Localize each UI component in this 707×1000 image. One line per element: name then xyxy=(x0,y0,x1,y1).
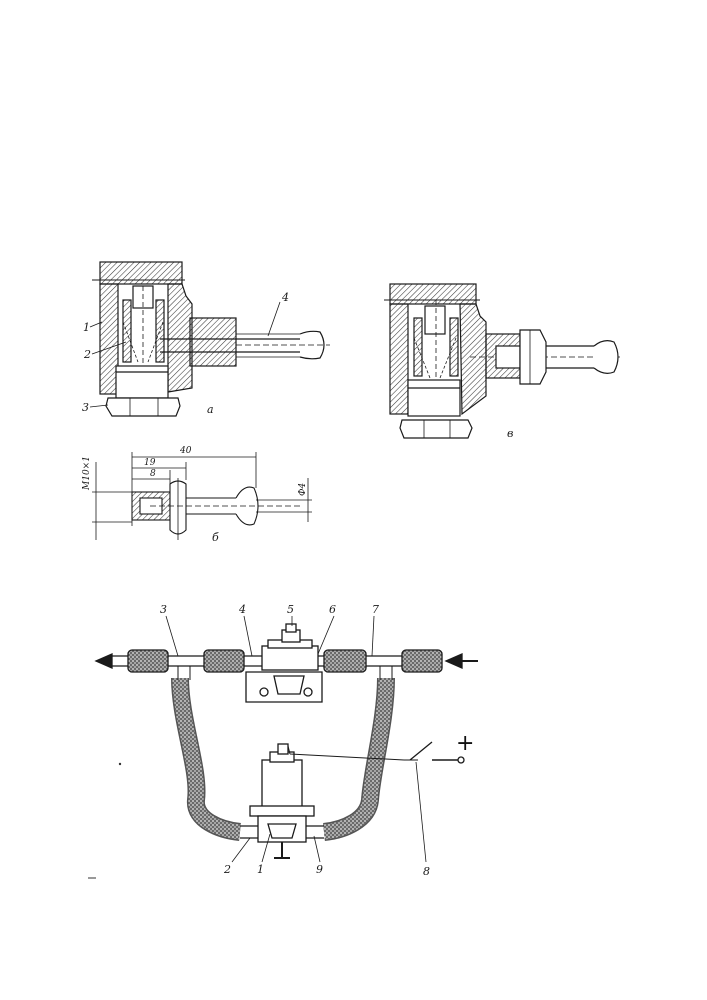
scan-speck xyxy=(118,762,122,766)
figure-b-dimension-short: 8 xyxy=(150,469,156,479)
figure-b-caption: б xyxy=(212,531,219,544)
figure-a-callout-4: 4 xyxy=(281,291,289,304)
figure-b-diameter-dimension: Ф4 xyxy=(298,483,308,496)
figure-b-dimension-overall: 40 xyxy=(179,446,192,456)
fuel-system-diagram xyxy=(94,615,478,863)
figure-a-caption: а xyxy=(207,403,214,416)
system-callout-7: 7 xyxy=(372,603,379,616)
figure-a-callout-3: 3 xyxy=(82,401,89,414)
positive-terminal-sign: + xyxy=(456,731,474,756)
figure-b-dimension-mid: 19 xyxy=(144,458,156,468)
system-callout-2: 2 xyxy=(223,863,231,876)
system-callout-9: 9 xyxy=(316,863,323,876)
system-callout-1: 1 xyxy=(257,863,264,876)
figure-b-fitting-detail xyxy=(92,452,312,540)
system-callout-4: 4 xyxy=(238,603,246,616)
figure-a-callout-2: 2 xyxy=(83,348,91,361)
system-callout-6: 6 xyxy=(329,603,336,616)
figure-a-callout-1: 1 xyxy=(83,321,90,334)
figure-v-caption: в xyxy=(507,427,513,440)
system-callout-8: 8 xyxy=(423,865,430,878)
system-callout-3: 3 xyxy=(160,603,167,616)
figure-b-thread-dimension: M10×1 xyxy=(82,456,92,491)
figure-v-injector-section xyxy=(384,283,620,439)
system-callout-5: 5 xyxy=(287,603,294,616)
figure-a-injector-section xyxy=(89,261,330,417)
